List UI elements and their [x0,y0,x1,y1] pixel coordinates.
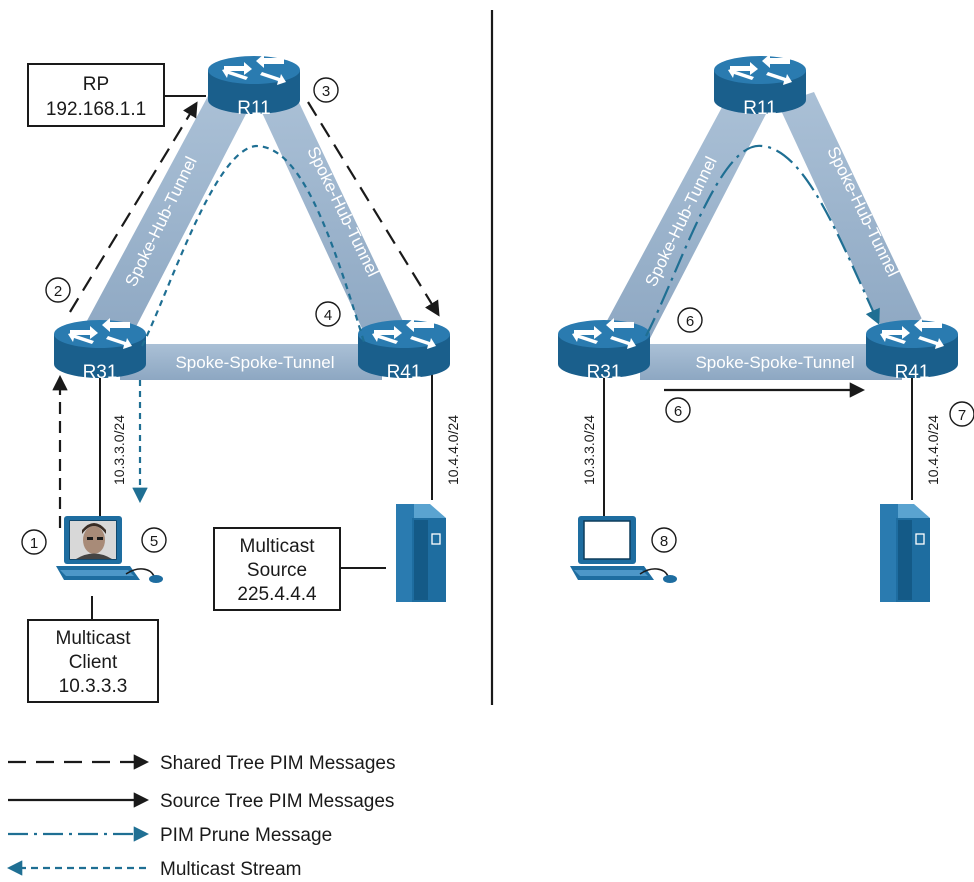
right-step-7: 7 [949,401,974,427]
left-shared-tree-arrow-r31-r11 [69,101,198,313]
svg-text:7: 7 [958,407,966,424]
right-step-6b: 6 [665,397,691,423]
left-multicast-stream-path [141,144,366,347]
right-tunnel-spoke-spoke [640,344,902,380]
right-subnet-b: 10.4.4.0/24 [925,415,941,485]
left-tunnel-hub-b [258,92,410,350]
right-step-6a: 6 [677,307,703,333]
left-tunnel-spoke-spoke [120,344,382,380]
left-step-3: 3 [313,77,339,103]
svg-text:1: 1 [30,535,38,552]
right-step-8: 8 [651,527,677,553]
left-step-4: 4 [315,301,341,327]
right-subnet-a: 10.3.3.0/24 [581,415,597,485]
legend-label-stream: Multicast Stream [160,859,301,880]
multicast-client-workstation [55,515,164,584]
right-router-r11-label: R11 [743,98,776,119]
client-box-line2: Client [69,652,118,673]
multicast-source-server [395,503,447,603]
left-panel: Spoke-Hub-Tunnel Spoke-Hub-Tunnel Spoke-… [21,54,461,703]
left-tunnel-spoke-spoke-label: Spoke-Spoke-Tunnel [175,353,334,372]
svg-text:4: 4 [324,307,332,324]
left-step-5: 5 [141,527,167,553]
left-step-1: 1 [21,529,47,555]
left-subnet-a: 10.3.3.0/24 [111,415,127,485]
source-box-line3: 225.4.4.4 [237,584,317,605]
source-box [213,527,341,611]
right-tunnel-hub-b [778,92,930,350]
source-box-line2: Source [247,560,307,581]
right-prune-arrow-r31-r41 [645,144,880,337]
right-router-r41-label: R41 [895,362,930,383]
right-tunnel-spoke-spoke-label: Spoke-Spoke-Tunnel [695,353,854,372]
svg-text:6: 6 [686,313,694,330]
left-shared-tree-arrow-r11-r41 [307,101,440,317]
left-step-2: 2 [45,277,71,303]
client-box-line3: 10.3.3.3 [59,676,128,697]
svg-text:3: 3 [322,83,330,100]
left-router-r31-label: R31 [83,362,118,383]
right-router-r31-label: R31 [587,362,622,383]
left-router-r41-label: R41 [387,362,422,383]
left-tunnel-hub-a [82,96,246,350]
legend: Shared Tree PIM Messages Source Tree PIM… [6,753,396,880]
legend-label-prune: PIM Prune Message [160,825,332,846]
source-box-line1: Multicast [240,536,316,557]
rp-box-line1: RP [83,74,109,95]
svg-text:6: 6 [674,403,682,420]
svg-text:2: 2 [54,283,62,300]
rp-box [27,63,165,127]
legend-label-shared-tree: Shared Tree PIM Messages [160,753,396,774]
rp-box-line2: 192.168.1.1 [46,99,146,120]
right-panel: Spoke-Hub-Tunnel Spoke-Hub-Tunnel Spoke-… [558,54,974,603]
left-subnet-b: 10.4.4.0/24 [445,415,461,485]
legend-label-source-tree: Source Tree PIM Messages [160,791,394,812]
right-tunnel-hub-a [602,96,766,350]
right-source-server [879,503,931,603]
svg-text:5: 5 [150,533,158,550]
svg-text:8: 8 [660,533,668,550]
client-box [27,619,159,703]
left-router-r11-label: R11 [237,98,270,119]
client-box-line1: Multicast [56,628,132,649]
